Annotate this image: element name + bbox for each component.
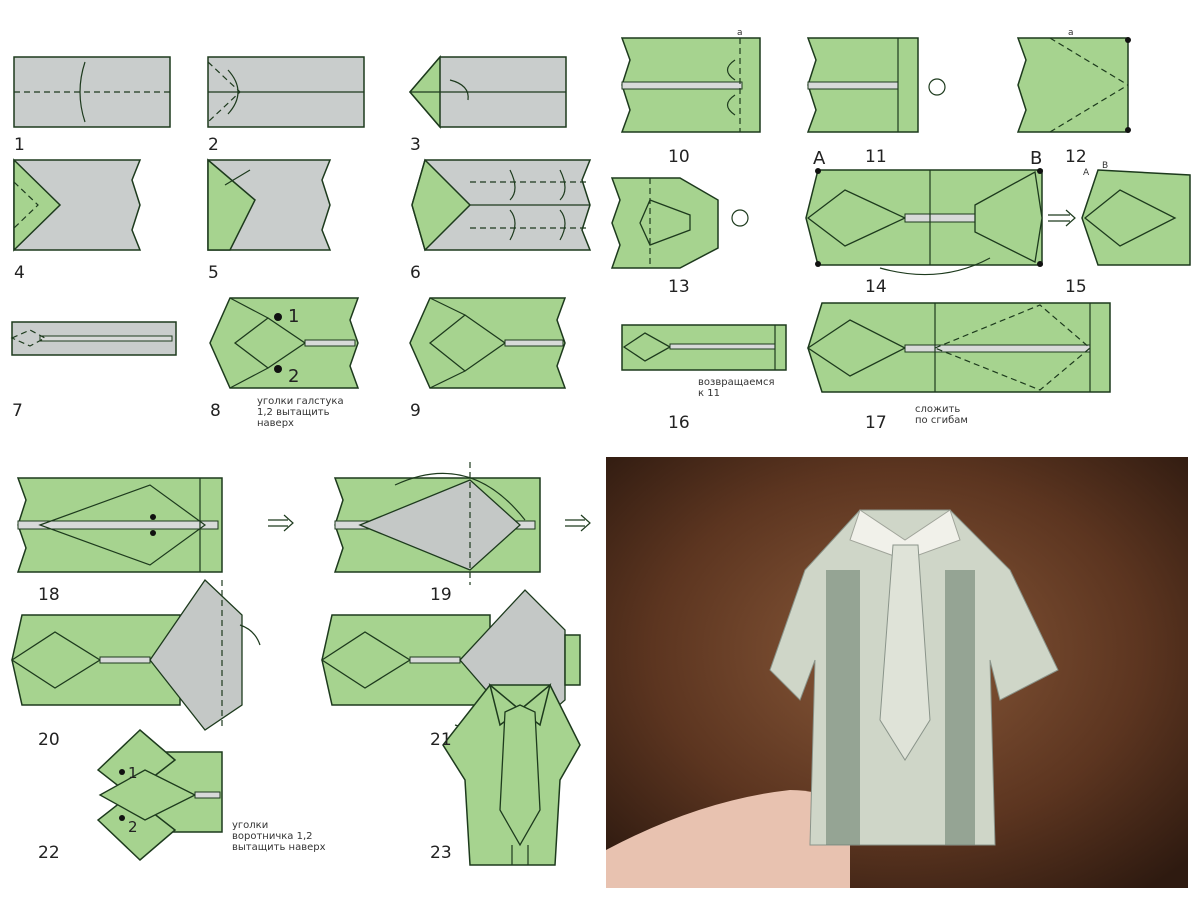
step-14-figure [805, 168, 1043, 276]
turn-over-icon [928, 78, 946, 96]
step-1-figure [13, 56, 171, 128]
step-18-figure [16, 477, 294, 573]
fold-arrow-icon [79, 61, 86, 123]
step-number: 12 [1065, 147, 1087, 167]
step-22-note: уголки воротничка 1,2 вытащить наверх [232, 820, 326, 853]
step-20-figure [10, 579, 261, 731]
step-3-figure [409, 54, 567, 130]
step-4-figure [13, 158, 142, 252]
next-arrow-icon [1048, 209, 1076, 227]
step-number: 1 [14, 135, 25, 155]
step-number: 16 [668, 413, 690, 433]
finished-shirt-photo [606, 457, 1188, 888]
step-number: 13 [668, 277, 690, 297]
point-1-marker [274, 313, 282, 321]
step-number: 17 [865, 413, 887, 433]
marker-2: 2 [128, 818, 138, 836]
step-number: 8 [210, 401, 221, 421]
step-number: 9 [410, 401, 421, 421]
step-number: 10 [668, 147, 690, 167]
marker-a: A [813, 148, 826, 169]
step-5-figure [207, 158, 332, 251]
step-15-figure [1048, 169, 1191, 266]
step-number: 21 [430, 730, 452, 750]
turn-over-icon [731, 209, 749, 227]
step-23-figure [442, 682, 581, 866]
marker-a-small: A [1083, 168, 1090, 178]
step-number: 7 [12, 401, 23, 421]
next-arrow-icon [565, 514, 591, 532]
step-8-figure [209, 297, 360, 389]
step-number: 20 [38, 730, 60, 750]
measure-label: a [737, 28, 743, 38]
step-6-figure [411, 158, 592, 252]
step-17-figure [806, 302, 1111, 393]
step-number: 15 [1065, 277, 1087, 297]
step-9-figure [409, 297, 567, 389]
marker-b: B [1030, 148, 1042, 169]
step-19-figure [333, 462, 591, 585]
step-number: 23 [430, 843, 452, 863]
step-16-figure [621, 324, 787, 371]
step-22-figure [96, 728, 223, 862]
step-17-note: сложить по сгибам [915, 404, 968, 426]
step-8-note: уголки галстука 1,2 вытащить наверх [257, 396, 347, 429]
step-number: 5 [208, 263, 219, 283]
step-number: 11 [865, 147, 887, 167]
step-number: 4 [14, 263, 25, 283]
step-2-figure [207, 56, 365, 128]
point-2-marker [274, 365, 282, 373]
fold-arrow-icon [227, 69, 239, 115]
measure-label: a [1068, 28, 1074, 38]
step-16-note: возвращаемся к 11 [698, 377, 778, 399]
marker-1: 1 [128, 764, 138, 782]
step-number: 14 [865, 277, 887, 297]
step-10-figure [620, 37, 761, 133]
step-13-figure [610, 177, 749, 269]
marker-b-small: B [1102, 161, 1108, 171]
step-12-figure [1016, 37, 1131, 133]
step-number: 19 [430, 585, 452, 605]
next-arrow-icon [268, 514, 294, 532]
step-number: 22 [38, 843, 60, 863]
step-number: 6 [410, 263, 421, 283]
step-11-figure [806, 37, 946, 133]
marker-2: 2 [288, 366, 299, 387]
step-7-figure [10, 321, 177, 356]
step-number: 18 [38, 585, 60, 605]
step-number: 2 [208, 135, 219, 155]
marker-1: 1 [288, 306, 299, 327]
step-number: 3 [410, 135, 421, 155]
